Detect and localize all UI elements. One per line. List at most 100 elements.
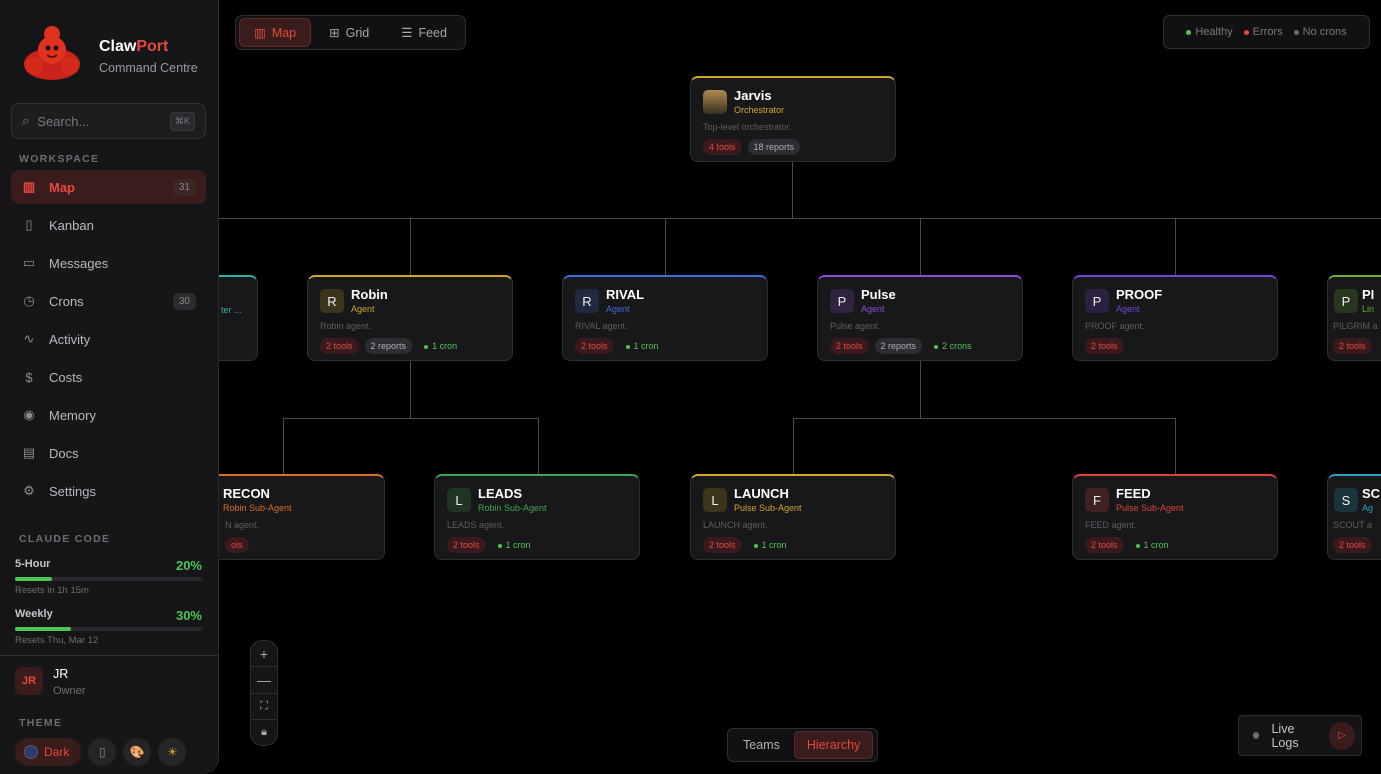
count-badge: 31 <box>172 178 196 196</box>
reports-badge: 18 reports <box>747 139 801 155</box>
sidebar-item-map[interactable]: ▥ Map 31 <box>11 170 206 204</box>
agent-avatar: L <box>447 488 471 512</box>
layout-toggle: Teams Hierarchy <box>727 728 878 762</box>
hierarchy-button[interactable]: Hierarchy <box>793 731 874 759</box>
agent-role: Agent <box>351 304 375 314</box>
agent-role: Pulse Sub-Agent <box>1116 503 1184 513</box>
agent-role: Robin Sub-Agent <box>478 503 547 513</box>
fit-view-button[interactable]: ⛶ <box>251 694 277 720</box>
cron-badge: 1 cron <box>1130 537 1175 553</box>
theme-dark-button[interactable]: Dark <box>15 738 82 766</box>
tab-grid[interactable]: ⊞Grid <box>329 25 370 41</box>
sidebar-item-settings[interactable]: ⚙ Settings <box>11 474 206 508</box>
agent-name: Pulse <box>861 287 896 302</box>
divider <box>0 655 219 656</box>
agent-card[interactable]: L LAUNCH Pulse Sub-Agent LAUNCH agent. 2… <box>690 474 896 560</box>
live-logs-button[interactable]: Live Logs ▷ <box>1238 715 1362 756</box>
tools-badge: 2 tools <box>830 338 869 354</box>
agent-description: PROOF agent. <box>1085 321 1145 331</box>
tab-feed[interactable]: ☰Feed <box>401 25 447 41</box>
window-icon: ▯ <box>99 745 106 759</box>
search-input[interactable]: ⌕ Search... ⌘K <box>11 103 206 139</box>
agent-description: RIVAL agent. <box>575 321 628 331</box>
agent-avatar: L <box>703 488 727 512</box>
agent-description: Robin agent. <box>320 321 372 331</box>
agent-description: Pulse agent. <box>830 321 881 331</box>
agent-card[interactable]: F FEED Pulse Sub-Agent FEED agent. 2 too… <box>1072 474 1278 560</box>
sidebar-item-docs[interactable]: ▤ Docs <box>22 445 79 461</box>
sidebar-item-memory[interactable]: ◉ Memory <box>11 398 206 432</box>
theme-light-button[interactable]: ☀ <box>158 738 187 766</box>
usage-progress-bar <box>15 627 202 631</box>
agent-card[interactable]: Jarvis Orchestrator Top-level orchestrat… <box>690 76 896 162</box>
memory-icon: ◉ <box>23 407 35 422</box>
sidebar-item-costs[interactable]: $ Costs <box>11 360 206 394</box>
cron-badge: 1 cron <box>492 537 537 553</box>
agent-role: ter ... <box>221 305 242 315</box>
zoom-in-button[interactable]: + <box>251 641 277 668</box>
zoom-out-button[interactable]: — <box>251 667 277 694</box>
agent-role: Agent <box>606 304 630 314</box>
theme-window-button[interactable]: ▯ <box>88 738 117 766</box>
agent-card[interactable]: S SC Ag SCOUT a 2 tools <box>1327 474 1381 560</box>
list-icon: ☰ <box>401 26 413 40</box>
book-icon: ▤ <box>22 445 36 460</box>
legend-no-crons: No crons <box>1293 26 1347 38</box>
agent-role: Lin <box>1362 304 1375 314</box>
agent-avatar: P <box>1334 289 1358 313</box>
activity-icon: ∿ <box>23 331 35 346</box>
agent-description: N agent. <box>225 520 260 530</box>
usage-progress-bar <box>15 577 202 581</box>
reports-badge: 2 reports <box>364 338 413 354</box>
tools-badge: 2 tools <box>320 338 359 354</box>
agent-avatar: P <box>1085 289 1109 313</box>
gear-icon: ⚙ <box>23 483 35 498</box>
agent-role: Orchestrator <box>734 105 785 115</box>
map-icon: ▥ <box>22 179 36 194</box>
agent-card[interactable]: L LEADS Robin Sub-Agent LEADS agent. 2 t… <box>434 474 640 560</box>
sidebar-item-crons[interactable]: ◷ Crons 30 <box>11 284 206 318</box>
moon-icon <box>24 745 38 759</box>
palette-icon: 🎨 <box>129 745 145 759</box>
search-icon: ⌕ <box>22 113 30 128</box>
clawport-logo <box>24 26 80 80</box>
reports-badge: 2 reports <box>874 338 923 354</box>
grid-icon: ⊞ <box>329 26 340 40</box>
agent-description: FEED agent. <box>1085 520 1137 530</box>
agent-description: LAUNCH agent. <box>703 520 768 530</box>
teams-button[interactable]: Teams <box>743 738 780 752</box>
sidebar: ClawPort Command Centre ⌕ Search... ⌘K W… <box>0 0 219 774</box>
lock-button[interactable]: 🔒︎ <box>261 725 267 738</box>
cron-badge: 2 crons <box>928 338 978 354</box>
play-icon[interactable]: ▷ <box>1329 721 1355 750</box>
agent-card[interactable]: P PI Lin PILGRIM a 2 tools <box>1327 275 1381 361</box>
cron-badge: 1 cron <box>748 537 793 553</box>
agent-role: Ag <box>1362 503 1374 513</box>
map-icon: ▥ <box>254 26 266 40</box>
sidebar-item-messages[interactable]: ▭ Messages <box>22 255 109 271</box>
avatar[interactable]: JR <box>15 667 43 695</box>
agent-description: PILGRIM a <box>1333 321 1378 331</box>
agent-description: SCOUT a <box>1333 520 1372 530</box>
tab-map[interactable]: ▥Map <box>239 18 312 47</box>
sidebar-item-kanban[interactable]: ▯ Kanban <box>11 208 206 242</box>
sidebar-item-activity[interactable]: ∿ Activity <box>11 322 206 356</box>
jarvis-avatar <box>703 90 727 114</box>
tools-badge: 2 tools <box>1085 537 1124 553</box>
agent-role: Agent <box>861 304 885 314</box>
agent-name: RECON <box>223 486 270 501</box>
theme-palette-button[interactable]: 🎨 <box>123 738 152 766</box>
agent-name: SC <box>1362 486 1381 501</box>
agent-name: LAUNCH <box>734 486 789 501</box>
agent-avatar: R <box>575 289 599 313</box>
cron-badge: 1 cron <box>620 338 665 354</box>
user-name: JR <box>53 667 69 681</box>
status-legend: Healthy Errors No crons <box>1163 15 1370 49</box>
agent-name: Robin <box>351 287 388 302</box>
view-mode-tabs: ▥Map ⊞Grid ☰Feed <box>235 15 466 50</box>
agent-card[interactable]: P PROOF Agent PROOF agent. 2 tools <box>1072 275 1278 361</box>
